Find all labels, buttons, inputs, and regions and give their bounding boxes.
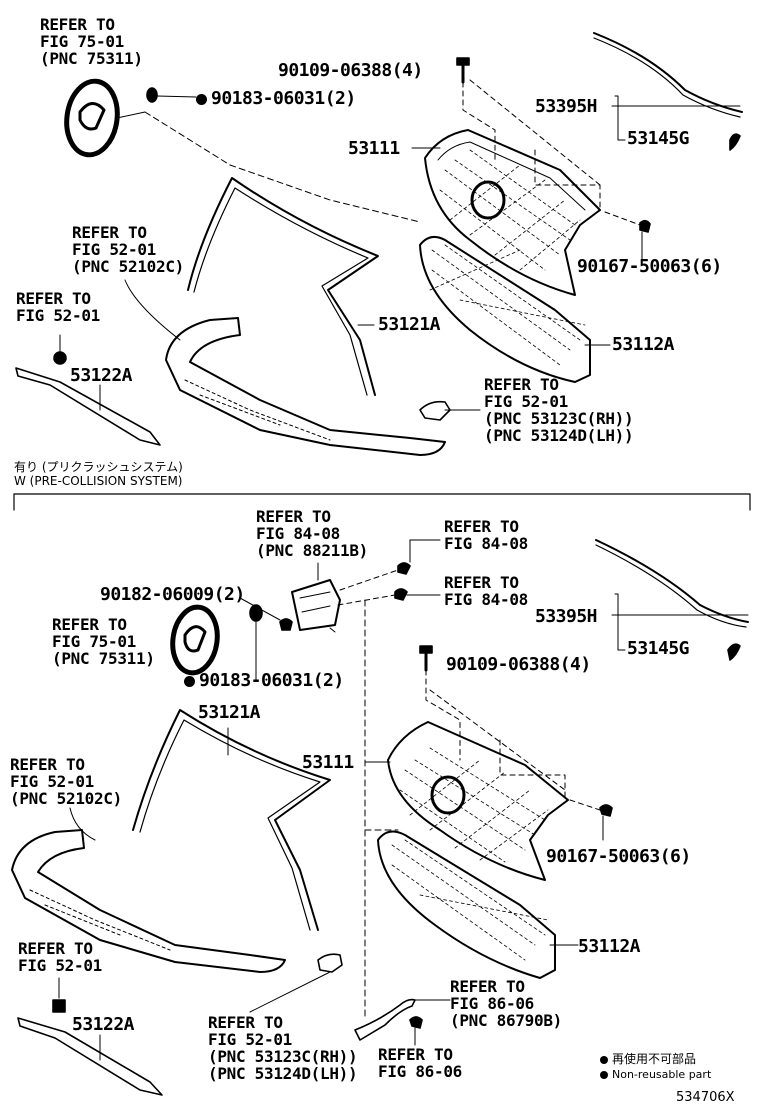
pn-clip-bottom: 53145G bbox=[627, 638, 690, 659]
figure-id: 534706X bbox=[676, 1090, 735, 1105]
divider-jp: 有り (プリクラッシュシステム) bbox=[14, 460, 183, 474]
pn-53121a-bottom: 53121A bbox=[198, 702, 261, 723]
sensor-bottom bbox=[291, 579, 341, 633]
pn-clip-top: 53145G bbox=[627, 128, 690, 149]
pn-screw-top: 90109-06388(4) bbox=[278, 60, 423, 81]
grille-upper-bottom bbox=[387, 721, 569, 881]
pn-53112a-bottom: 53112A bbox=[578, 936, 641, 957]
divider-en: W (PRE-COLLISION SYSTEM) bbox=[14, 474, 183, 488]
pn-nut-top: 90183-06031(2) bbox=[196, 88, 356, 109]
nonreusable-dot-icon bbox=[196, 94, 207, 105]
grille-lower-bottom bbox=[377, 830, 556, 979]
pn-nut-bottom: 90183-06031(2) bbox=[184, 670, 344, 691]
pn-bolt: 90182-06009(2) bbox=[100, 584, 245, 605]
legend-en: Non-reusable part bbox=[600, 1068, 711, 1081]
divider-line bbox=[13, 493, 751, 511]
pn-53112a-top: 53112A bbox=[612, 334, 675, 355]
pn-grille-upper-top: 53111 bbox=[348, 138, 400, 159]
nonreusable-dot-icon bbox=[184, 676, 195, 687]
screw-bottom bbox=[419, 645, 433, 672]
grille-upper-top bbox=[424, 129, 601, 296]
emblem-top bbox=[64, 78, 146, 158]
spoiler-top bbox=[15, 367, 161, 446]
screw-top bbox=[456, 57, 470, 84]
pn-molding-bottom: 53395H bbox=[535, 606, 598, 627]
pn-screw-bottom: 90109-06388(4) bbox=[446, 654, 591, 675]
pn-53121a-top: 53121A bbox=[378, 314, 441, 335]
emblem-bottom bbox=[170, 604, 220, 676]
legend-jp: 再使用不可部品 bbox=[600, 1050, 696, 1067]
pn-spoiler-bottom: 53122A bbox=[72, 1014, 135, 1035]
spoiler-bottom bbox=[17, 1017, 163, 1096]
pn-spoiler-top: 53122A bbox=[70, 365, 133, 386]
pn-clipnut-top: 90167-50063(6) bbox=[577, 256, 722, 277]
molding-53121a-bottom bbox=[132, 709, 331, 931]
pn-grille-upper-bottom: 53111 bbox=[302, 752, 354, 773]
pn-clipnut-bottom: 90167-50063(6) bbox=[546, 846, 691, 867]
bumper-bottom bbox=[11, 829, 286, 973]
legend-dot-icon bbox=[600, 1071, 608, 1079]
molding-53121a-top bbox=[187, 177, 379, 396]
pn-molding-top: 53395H bbox=[535, 96, 598, 117]
legend-dot-icon bbox=[600, 1056, 608, 1064]
grille-lower-top bbox=[419, 235, 591, 383]
bumper-top bbox=[165, 317, 446, 456]
nut-top bbox=[146, 87, 158, 103]
